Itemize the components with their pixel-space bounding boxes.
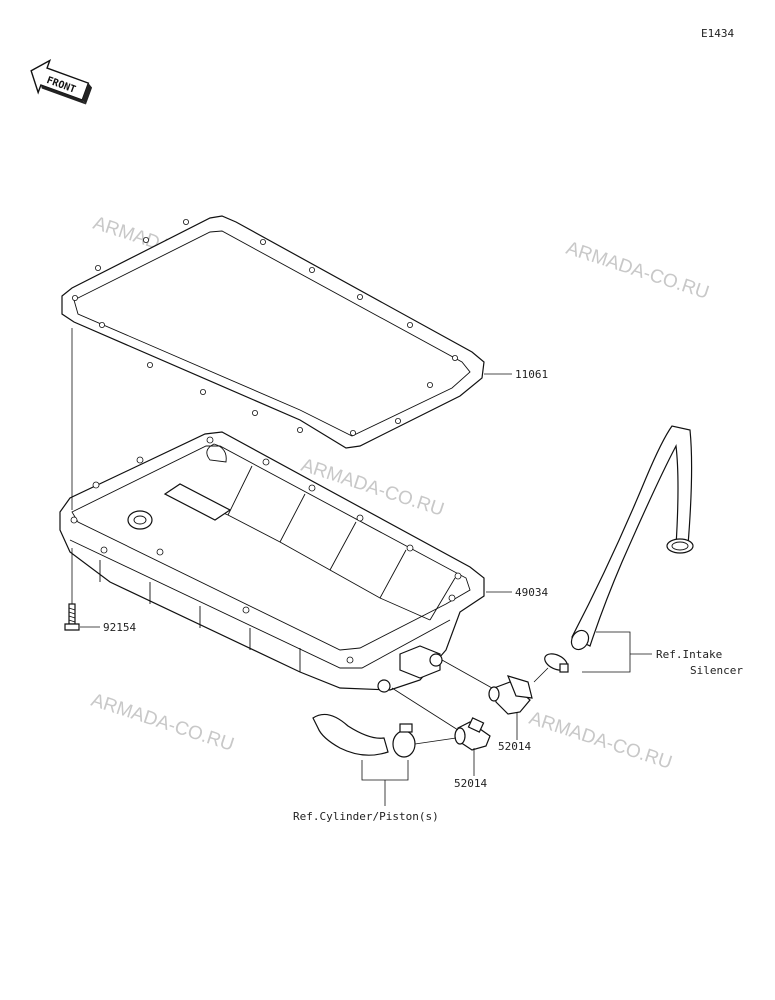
watermark-2: ARMADA-CO.RU [563,238,711,304]
leader-lines [80,373,652,806]
intake-hose [570,425,694,651]
watermark-4: ARMADA-CO.RU [88,690,236,756]
callout-92154: 92154 [103,621,136,634]
callout-49034: 49034 [515,586,548,599]
front-arrow-icon: FRONT [30,59,93,105]
hose-clamp-upper [544,653,569,673]
elbow-fitting-lower [454,717,491,751]
callout-52014-lower: 52014 [454,777,487,790]
oil-pan-gasket [61,215,485,449]
elbow-fitting-upper [488,675,533,715]
callout-11061: 11061 [515,368,548,381]
oil-pan-bolt [64,328,80,631]
oil-pan [59,431,485,693]
callout-52014-upper: 52014 [498,740,531,753]
ref-intake-line1: Ref.Intake [656,648,722,661]
watermark-5: ARMADA-CO.RU [526,708,674,774]
ref-intake-line2: Silencer [690,664,743,677]
ref-cylinder: Ref.Cylinder/Piston(s) [293,810,439,823]
diagram-code: E1434 [701,27,734,40]
hose-clamp-lower [392,723,416,758]
cylinder-hose [312,713,389,756]
